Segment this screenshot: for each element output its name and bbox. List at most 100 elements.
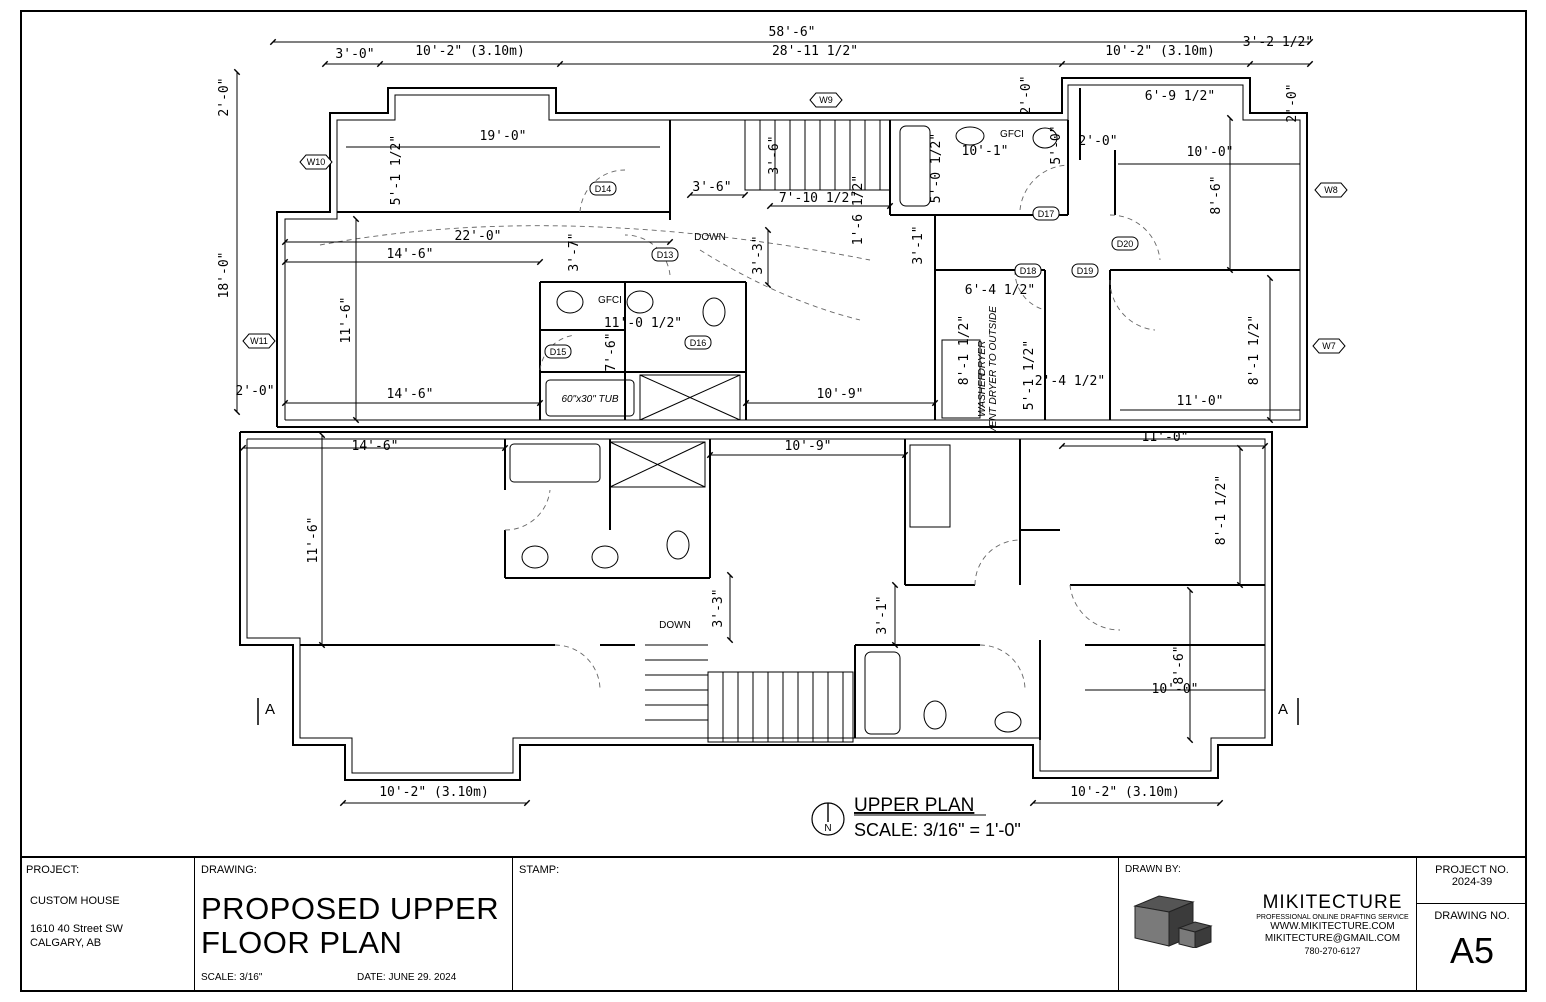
firm-phone: 780-270-6127 — [1304, 946, 1361, 956]
project-label: PROJECT: — [26, 864, 80, 876]
stamp-label: STAMP: — [519, 864, 560, 876]
section-marker-right: A — [1278, 701, 1288, 718]
svg-text:D19: D19 — [1077, 266, 1094, 276]
washer-label: WASHER — [977, 373, 988, 417]
dim-closet-2-4: 2'-4 1/2" — [1035, 374, 1105, 389]
project-name: CUSTOM HOUSE — [30, 895, 120, 907]
door-tag-d14: D14 — [589, 181, 617, 196]
firm-email: MIKITECTURE@GMAIL.COM — [1264, 933, 1401, 944]
dim-v-1-6: 1'-6 1/2" — [851, 175, 866, 245]
dim-v-3-1: 3'-1" — [911, 225, 926, 264]
svg-text:D17: D17 — [1038, 209, 1055, 219]
door-tag-d16: D16 — [684, 335, 712, 350]
drawing-no-label: DRAWING NO. — [1434, 910, 1510, 922]
door-tag-d13: D13 — [651, 247, 679, 262]
address-line-2: CALGARY, AB — [30, 937, 102, 949]
svg-text:W7: W7 — [1322, 341, 1336, 351]
lower-fixtures — [509, 443, 1022, 735]
upper-door-swings — [319, 164, 1161, 371]
upper-fixtures — [545, 125, 1058, 419]
svg-text:D16: D16 — [690, 338, 707, 348]
window-tag-w9: W9 — [809, 92, 843, 108]
floor-plan-drawing: 58'-6" 3'-0" 10'-2" (3.10m) 28'-11 1/2" … — [217, 25, 1348, 840]
lower-floor-walls — [239, 431, 1273, 781]
dim-top-left-3: 3'-0" — [335, 47, 374, 62]
project-cell: PROJECT: CUSTOM HOUSE 1610 40 Street SW … — [20, 858, 195, 992]
svg-text:D14: D14 — [595, 184, 612, 194]
dim-v-3-7: 3'-7" — [567, 232, 582, 271]
vent-note: VENT DRYER TO OUTSIDE — [988, 306, 999, 434]
door-tag-d15: D15 — [544, 344, 572, 359]
dim-left-2-0-b: 2'-0" — [235, 384, 274, 399]
dim-laundry-6-4: 6'-4 1/2" — [965, 283, 1035, 298]
dim-top-left-metric: 10'-2" (3.10m) — [415, 44, 525, 59]
drawing-title-line-2: FLOOR PLAN — [201, 925, 403, 960]
title-block: PROJECT: CUSTOM HOUSE 1610 40 Street SW … — [20, 856, 1527, 992]
dim-closet-5: 5'-1 1/2" — [389, 135, 404, 205]
dim-low-11-0: 11'-0" — [1142, 430, 1189, 445]
dim-br-6-9: 6'-9 1/2" — [1145, 89, 1215, 104]
dim-overall: 58'-6" — [769, 25, 816, 40]
dim-stair-3-6: 3'-6" — [692, 180, 731, 195]
dim-bath-5-0: 5'-0 1/2" — [929, 133, 944, 203]
dim-br-8-6: 8'-6" — [1209, 175, 1224, 214]
svg-text:D18: D18 — [1020, 266, 1037, 276]
dim-top-mid: 28'-11 1/2" — [772, 44, 858, 59]
dim-top-right-metric: 10'-2" (3.10m) — [1105, 44, 1215, 59]
dim-stair-7-10: 7'-10 1/2" — [779, 191, 857, 206]
dim-room-22: 22'-0" — [455, 229, 502, 244]
upper-stair — [639, 119, 891, 421]
dim-low-3-1: 3'-1" — [875, 595, 890, 634]
dim-br-2-0: 2'-0" — [1078, 134, 1117, 149]
sheet-number-cell: PROJECT NO. 2024-39 DRAWING NO. A5 — [1417, 858, 1527, 992]
down-label-lower: DOWN — [659, 620, 691, 631]
gfci-label: GFCI — [598, 295, 622, 306]
firm-info: MIKITECTURE PROFESSIONAL ONLINE DRAFTING… — [1235, 892, 1430, 957]
dim-stair-3-6b: 3'-6" — [767, 135, 782, 174]
dim-br2-11-0: 11'-0" — [1177, 394, 1224, 409]
dim-left-2-0: 2'-0" — [217, 77, 232, 116]
svg-text:W10: W10 — [307, 157, 326, 167]
svg-text:N: N — [824, 823, 831, 834]
dim-br-2-0c: 2'-0" — [1285, 83, 1300, 122]
svg-text:W8: W8 — [1324, 185, 1338, 195]
door-tag-d19: D19 — [1071, 263, 1099, 278]
firm-tagline: PROFESSIONAL ONLINE DRAFTING SERVICE — [1256, 914, 1409, 921]
dim-bath-11: 11'-0 1/2" — [604, 316, 682, 331]
drawing-number-box: DRAWING NO. A5 — [1417, 910, 1527, 972]
dim-low-3-3: 3'-3" — [711, 588, 726, 627]
dim-low-14-6: 14'-6" — [352, 439, 399, 454]
firm-name: MIKITECTURE — [1262, 892, 1403, 913]
dim-top-right-small: 3'-2 1/2" — [1243, 35, 1313, 50]
dim-room-14-bot: 14'-6" — [387, 387, 434, 402]
plan-title: UPPER PLAN — [854, 795, 974, 816]
project-no-label: PROJECT NO. — [1435, 864, 1509, 876]
drawing-cell: DRAWING: PROPOSED UPPER FLOOR PLAN SCALE… — [195, 858, 513, 992]
dim-room-14-top: 14'-6" — [387, 247, 434, 262]
svg-text:D20: D20 — [1117, 239, 1134, 249]
stamp-cell: STAMP: — [513, 858, 1119, 992]
section-marker-lines — [257, 698, 1299, 725]
upper-floor-walls — [276, 77, 1308, 428]
drawing-label: DRAWING: — [201, 864, 257, 876]
drawing-sheet — [20, 10, 1527, 992]
dim-low-right-metric: 10'-2" (3.10m) — [1070, 785, 1180, 800]
project-no: 2024-39 — [1451, 876, 1493, 888]
door-tag-d17: D17 — [1032, 206, 1060, 221]
door-tag-d18: D18 — [1014, 263, 1042, 278]
dryer-label: DRYER — [977, 341, 988, 376]
lower-door-swings — [504, 489, 1121, 691]
company-logo-icon — [1133, 895, 1213, 948]
window-tag-w7: W7 — [1312, 338, 1346, 354]
dim-laundry-5-1: 5'-1 1/2" — [1022, 340, 1037, 410]
svg-text:D15: D15 — [550, 347, 567, 357]
drawing-title-line-1: PROPOSED UPPER — [201, 891, 500, 926]
door-tag-d20: D20 — [1111, 236, 1139, 251]
dim-v-3-3: 3'-3" — [751, 235, 766, 274]
svg-text:W11: W11 — [250, 336, 268, 346]
dimension-lines — [233, 38, 1314, 807]
dim-low-11-6: 11'-6" — [306, 517, 321, 564]
dim-room-19: 19'-0" — [480, 129, 527, 144]
dim-low-10-9: 10'-9" — [785, 439, 832, 454]
window-tag-w8: W8 — [1314, 182, 1348, 198]
